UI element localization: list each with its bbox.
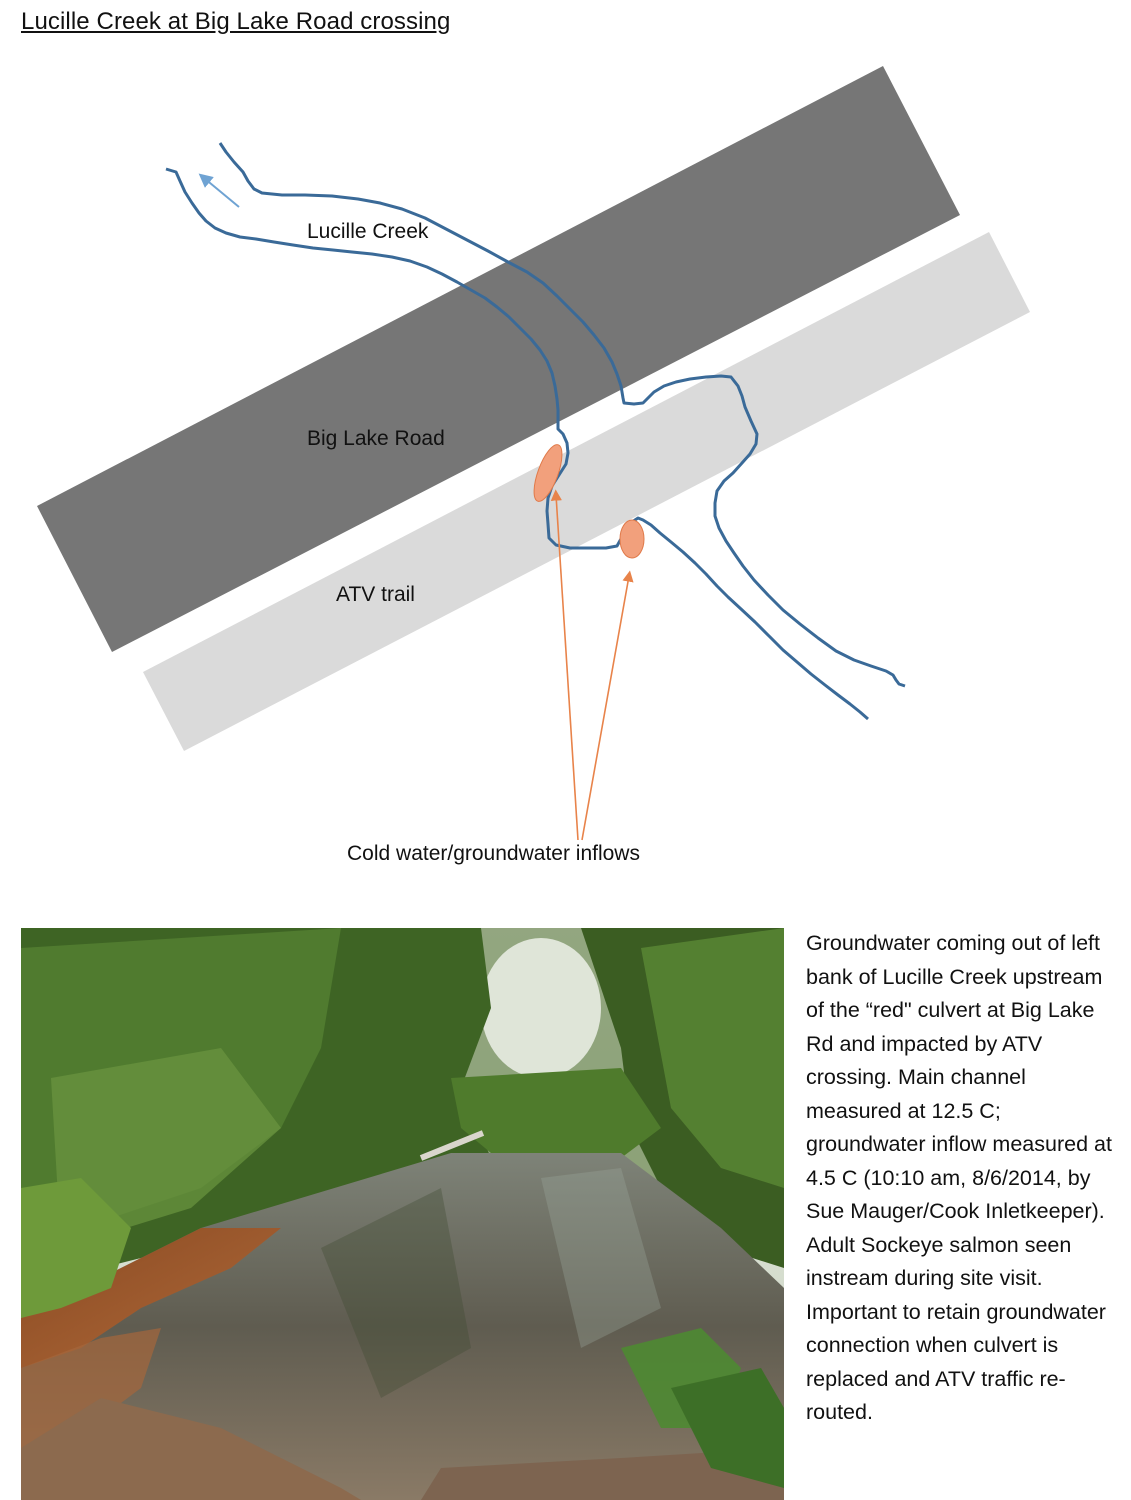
road-band bbox=[37, 66, 960, 652]
creek-photo bbox=[21, 928, 784, 1500]
diagram-canvas bbox=[37, 66, 1030, 841]
atv-trail-label: ATV trail bbox=[336, 583, 415, 606]
creek-label: Lucille Creek bbox=[307, 220, 429, 243]
atv-trail-band bbox=[143, 232, 1030, 751]
inflows-label: Cold water/groundwater inflows bbox=[347, 842, 640, 865]
inflow-marker-right-bank bbox=[619, 519, 645, 559]
road-label: Big Lake Road bbox=[307, 427, 445, 450]
crossing-diagram: Lucille Creek Big Lake Road ATV trail Co… bbox=[37, 66, 1030, 865]
photo-caption: Groundwater coming out of left bank of L… bbox=[806, 931, 1112, 1424]
creek-bank-lower bbox=[165, 167, 869, 721]
creek-photo-illustration bbox=[21, 928, 784, 1500]
inflow-marker-left-bank bbox=[533, 444, 563, 502]
pointer-arrow-left bbox=[550, 489, 579, 841]
pointer-arrow-right bbox=[581, 570, 634, 841]
flow-direction-arrow bbox=[198, 173, 240, 208]
page-title: Lucille Creek at Big Lake Road crossing bbox=[21, 8, 451, 35]
creek-bank-upper bbox=[218, 142, 906, 688]
